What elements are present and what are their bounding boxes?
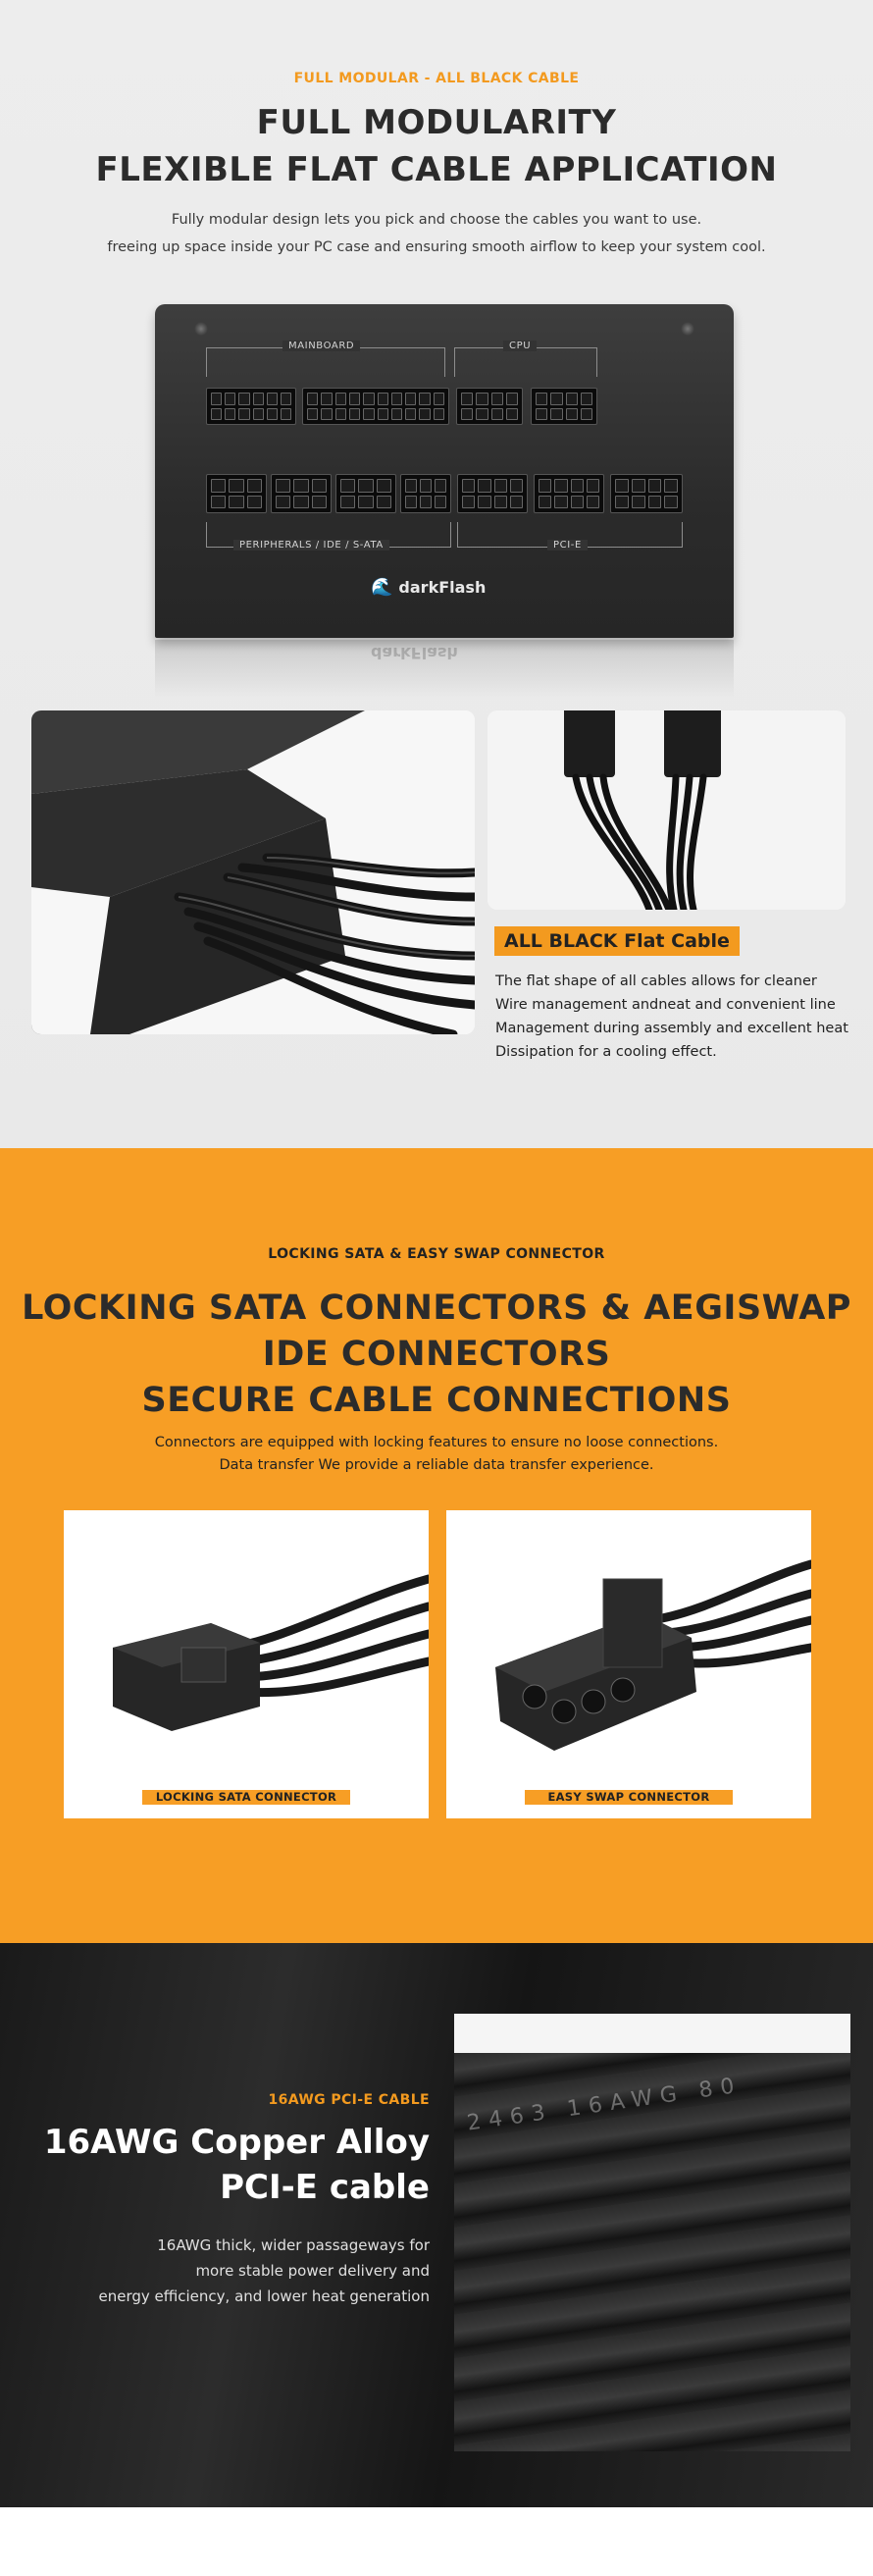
locking-connector-section: LOCKING SATA & EASY SWAP CONNECTOR LOCKI… (0, 1148, 873, 1943)
section-title-line1: FULL MODULARITY (256, 103, 617, 142)
modularity-section: FULL MODULAR - ALL BLACK CABLE FULL MODU… (0, 0, 873, 1148)
pcie-port (610, 474, 683, 513)
cpu-label: CPU (503, 341, 538, 351)
section-desc-line2: more stable power delivery and (195, 2262, 430, 2280)
easy-swap-card: EASY SWAP CONNECTOR (446, 1510, 816, 1818)
flat-cables-illustration (31, 710, 475, 1034)
pcie-port (457, 474, 528, 513)
section-eyebrow: LOCKING SATA & EASY SWAP CONNECTOR (268, 1246, 605, 1262)
pcie-label: PCI-E (547, 540, 588, 551)
psu-reflection: darkFlash (155, 640, 734, 699)
cpu-frame (454, 347, 597, 377)
peripheral-port (271, 474, 332, 513)
peripheral-port (335, 474, 396, 513)
brand-reflection: darkFlash (371, 644, 458, 662)
flat-cable-desc-line: The flat shape of all cables allows for … (495, 973, 817, 989)
section-subtitle-line2: Data transfer We provide a reliable data… (219, 1457, 654, 1473)
psu-back-panel-image: MAINBOARD CPU PERIPHERALS / IDE / S-ATA … (155, 304, 734, 638)
flat-cable-desc-line: Wire management andneat and convenient l… (495, 997, 836, 1013)
section-eyebrow: 16AWG PCI-E CABLE (268, 2092, 430, 2108)
peripherals-label: PERIPHERALS / IDE / S-ATA (233, 540, 389, 551)
section-title-line1: LOCKING SATA CONNECTORS & AEGISWAP (22, 1288, 851, 1328)
pcie-connector-photo (488, 710, 846, 910)
cable-print-text: 2463 16AWG 80 (465, 2073, 744, 2136)
section-subtitle-line2: freeing up space inside your PC case and… (107, 239, 766, 255)
sata-connector-illustration (113, 1574, 434, 1731)
mainboard-port (206, 388, 296, 425)
section-subtitle-line1: Connectors are equipped with locking fea… (154, 1435, 719, 1450)
pcie-cable-closeup-photo: 2463 16AWG 80 (454, 2014, 850, 2451)
section-title-line2: FLEXIBLE FLAT CABLE APPLICATION (95, 150, 778, 189)
locking-sata-card: LOCKING SATA CONNECTOR (64, 1510, 434, 1818)
brand-name: darkFlash (398, 578, 487, 597)
peripheral-port (400, 474, 451, 513)
section-title-line2: PCI-E cable (220, 2168, 430, 2207)
psu-flat-cables-photo (31, 710, 475, 1034)
page-bottom-spacer (0, 2507, 873, 2576)
cpu-port (531, 388, 597, 425)
section-title-line3: SECURE CABLE CONNECTIONS (141, 1381, 732, 1420)
connector-illustration (488, 710, 846, 910)
mainboard-port (302, 388, 449, 425)
section-eyebrow: FULL MODULAR - ALL BLACK CABLE (293, 71, 580, 86)
screw-icon (681, 322, 694, 336)
mainboard-frame (206, 347, 445, 377)
brand-mark-icon: 🌊 (371, 577, 393, 598)
section-subtitle-line1: Fully modular design lets you pick and c… (171, 212, 702, 228)
mainboard-label: MAINBOARD (282, 341, 361, 351)
ide-connector-illustration (495, 1559, 816, 1751)
section-title-line1: 16AWG Copper Alloy (43, 2123, 430, 2162)
pcie-port (534, 474, 604, 513)
flat-cable-desc-line: Management during assembly and excellent… (495, 1021, 848, 1036)
pcie-cable-section: 16AWG PCI-E CABLE 16AWG Copper Alloy PCI… (0, 1943, 873, 2507)
section-desc-line3: energy efficiency, and lower heat genera… (98, 2287, 431, 2305)
locking-sata-label: LOCKING SATA CONNECTOR (142, 1790, 350, 1805)
flat-cable-desc-line: Dissipation for a cooling effect. (495, 1044, 717, 1060)
screw-icon (194, 322, 208, 336)
flat-cable-badge: ALL BLACK Flat Cable (494, 926, 740, 956)
cpu-port (456, 388, 523, 425)
brand-logo: 🌊 darkFlash (371, 577, 486, 598)
section-title-line2: IDE CONNECTORS (262, 1335, 611, 1374)
peripheral-port (206, 474, 267, 513)
easy-swap-label: EASY SWAP CONNECTOR (525, 1790, 733, 1805)
section-desc-line1: 16AWG thick, wider passageways for (157, 2236, 430, 2254)
